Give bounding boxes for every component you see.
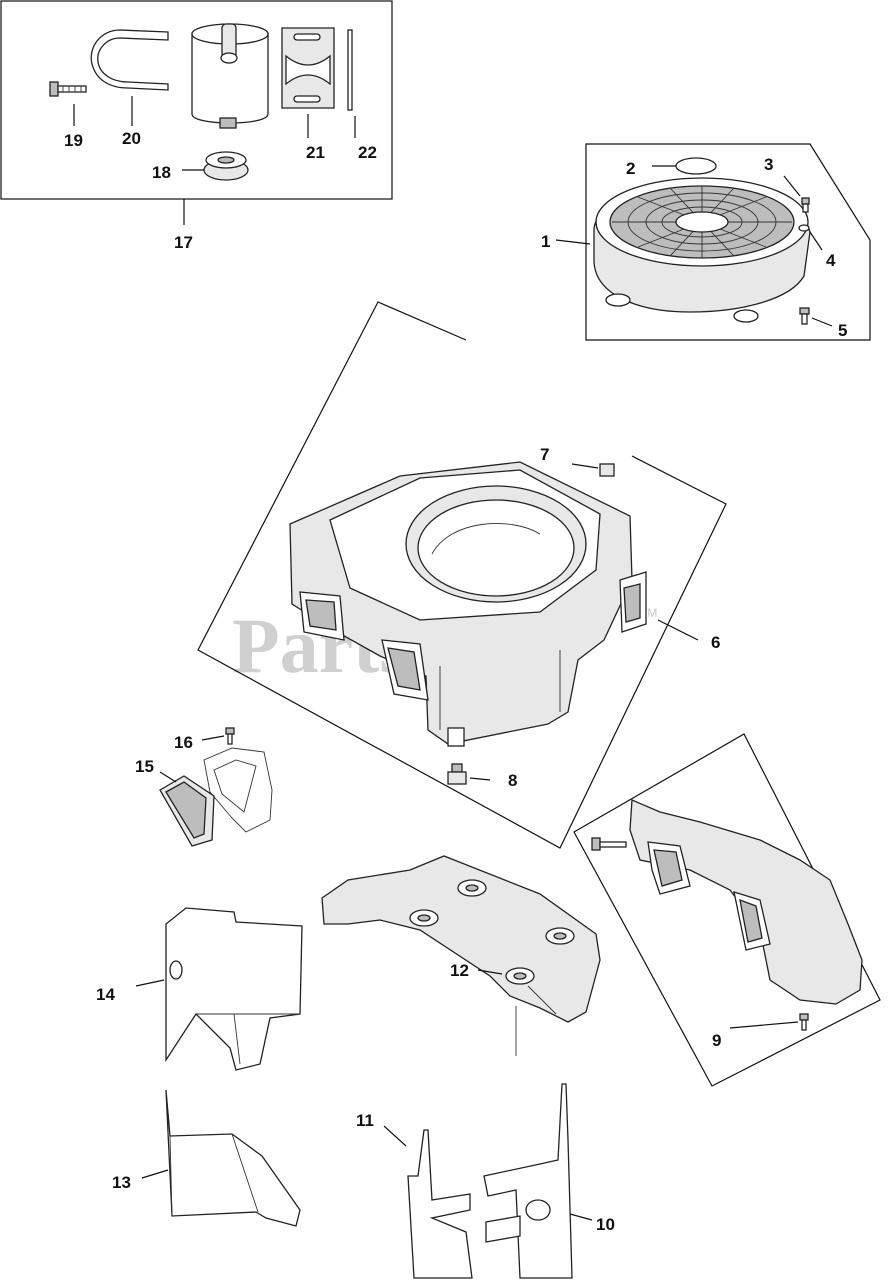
part-10-11-baffles bbox=[407, 1083, 573, 1279]
housing-box bbox=[197, 301, 727, 849]
part-16-screw bbox=[225, 727, 235, 745]
label-part-18: 18 bbox=[152, 163, 171, 182]
part-19-bolt bbox=[49, 81, 87, 97]
label-part-19: 19 bbox=[64, 131, 83, 150]
label-part-20: 20 bbox=[122, 129, 141, 148]
part-2-cap bbox=[675, 157, 717, 175]
part-13-baffle bbox=[165, 1089, 301, 1227]
part-15-seal bbox=[159, 775, 215, 847]
baffle-15-16-group bbox=[159, 727, 273, 847]
label-part-16: 16 bbox=[174, 733, 193, 752]
part-canister bbox=[191, 23, 269, 129]
part-8-nut bbox=[447, 763, 467, 785]
label-part-10: 10 bbox=[596, 1215, 615, 1234]
part-4-washer bbox=[798, 224, 810, 232]
label-part-4: 4 bbox=[826, 251, 836, 270]
label-part-9: 9 bbox=[712, 1031, 721, 1050]
label-part-22: 22 bbox=[358, 143, 377, 162]
grille-box bbox=[585, 143, 871, 341]
kit-17-group bbox=[0, 0, 393, 225]
part-22-strip bbox=[347, 29, 353, 111]
label-part-15: 15 bbox=[135, 757, 154, 776]
part-1-grille bbox=[593, 177, 811, 323]
label-part-21: 21 bbox=[306, 143, 325, 162]
part-18-grommet bbox=[203, 151, 249, 181]
part-labels: 1 2 3 4 5 6 7 8 9 10 11 12 13 14 15 16 1… bbox=[64, 129, 847, 1234]
kit-box bbox=[0, 0, 393, 200]
label-part-13: 13 bbox=[112, 1173, 131, 1192]
part-6-blower-housing bbox=[289, 461, 647, 747]
part-20-strap bbox=[90, 29, 169, 91]
part-7-clip bbox=[599, 463, 615, 477]
shroud-9-group bbox=[573, 733, 881, 1087]
label-part-17: 17 bbox=[174, 233, 193, 252]
label-part-6: 6 bbox=[711, 633, 720, 652]
housing-group bbox=[197, 301, 727, 849]
label-part-7: 7 bbox=[540, 445, 549, 464]
label-part-2: 2 bbox=[626, 159, 635, 178]
label-part-8: 8 bbox=[508, 771, 517, 790]
label-part-12: 12 bbox=[450, 961, 469, 980]
grille-group bbox=[555, 143, 871, 341]
part-21-bracket bbox=[281, 27, 335, 109]
label-part-5: 5 bbox=[838, 321, 847, 340]
part-9-shroud bbox=[591, 799, 863, 1031]
part-14-baffle bbox=[165, 907, 303, 1071]
label-part-1: 1 bbox=[541, 232, 550, 251]
part-12-base bbox=[321, 855, 601, 1056]
part-5-screw bbox=[799, 307, 810, 325]
label-part-14: 14 bbox=[96, 985, 115, 1004]
label-part-11: 11 bbox=[356, 1111, 374, 1130]
label-part-3: 3 bbox=[764, 155, 773, 174]
part-3-screw bbox=[801, 197, 810, 213]
shroud-box bbox=[573, 733, 881, 1087]
